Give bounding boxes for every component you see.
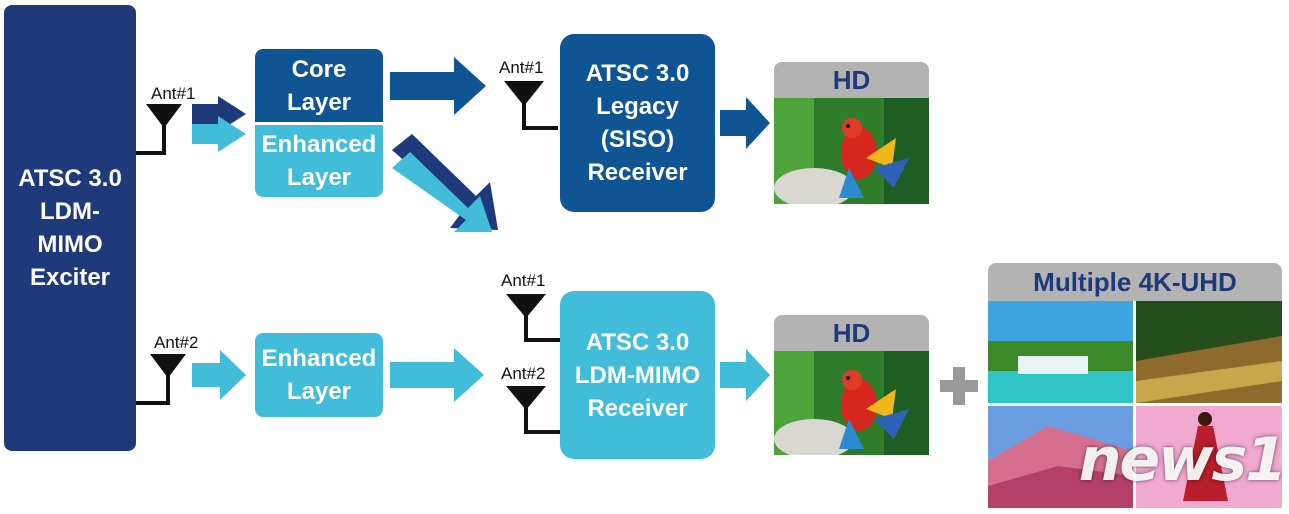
mimo-receiver-box: ATSC 3.0 LDM-MIMO Receiver (560, 291, 715, 459)
antenna-label-top: Ant#1 (151, 84, 196, 103)
antenna-label-mimo-receiver-1: Ant#1 (501, 271, 546, 290)
core-layer-box: Core Layer (255, 49, 383, 122)
enhanced-layer-box-bottom: Enhanced Layer (255, 333, 383, 417)
enhanced-layer-box-top: Enhanced Layer (255, 125, 383, 197)
antenna-icon (506, 294, 560, 342)
parrot-image-top (774, 98, 929, 204)
uhd-label: Multiple 4K-UHD (1033, 266, 1237, 297)
arrow-enhanced-input (192, 116, 246, 152)
exciter-label: ATSC 3.0 LDM- MIMO Exciter (18, 165, 122, 291)
enhanced-layer-label-bottom: Enhanced Layer (261, 345, 377, 405)
legacy-receiver-box: ATSC 3.0 Legacy (SISO) Receiver (560, 34, 715, 212)
antenna-label-mimo-receiver-2: Ant#2 (501, 364, 546, 383)
antenna-icon (504, 81, 558, 130)
uhd-header: Multiple 4K-UHD (988, 263, 1282, 301)
arrow-diagonal-light (392, 152, 492, 232)
plus-icon (940, 367, 978, 405)
news1-watermark: news1 (1000, 420, 1287, 500)
parrot-image-bottom (774, 351, 929, 455)
arrow-core-input (192, 96, 246, 132)
hd-header-bottom: HD (774, 315, 929, 351)
layer-divider (255, 122, 383, 125)
antenna-icon (136, 104, 182, 155)
legacy-receiver-label: ATSC 3.0 Legacy (SISO) Receiver (585, 60, 690, 186)
enhanced-layer-label-top: Enhanced Layer (261, 131, 377, 191)
arrow-mimo-to-hd (720, 349, 770, 401)
desert-image (988, 406, 1133, 508)
hd-label-top: HD (832, 64, 871, 95)
antenna-label-legacy-receiver: Ant#1 (499, 58, 544, 77)
antenna-icon (506, 386, 560, 434)
arrow-core-to-legacy (390, 57, 486, 115)
antenna-label-bottom: Ant#2 (154, 333, 199, 352)
hd-label-bottom: HD (832, 317, 871, 348)
core-layer-label: Core Layer (286, 55, 352, 116)
waterfall-image (988, 301, 1133, 403)
uhd-image-grid (988, 301, 1282, 508)
arrow-bottom-antenna-to-enhanced (192, 350, 246, 400)
watermark-text: news1 (1078, 425, 1287, 495)
dancer-image (1136, 406, 1282, 508)
antenna-icon (136, 354, 186, 405)
exciter-box: ATSC 3.0 LDM- MIMO Exciter (4, 5, 136, 451)
mimo-receiver-label: ATSC 3.0 LDM-MIMO Receiver (574, 328, 701, 422)
hd-header-top: HD (774, 62, 929, 98)
arrow-legacy-to-hd (720, 97, 770, 149)
arrow-enhanced-to-mimo (390, 348, 484, 402)
field-image (1136, 301, 1282, 403)
